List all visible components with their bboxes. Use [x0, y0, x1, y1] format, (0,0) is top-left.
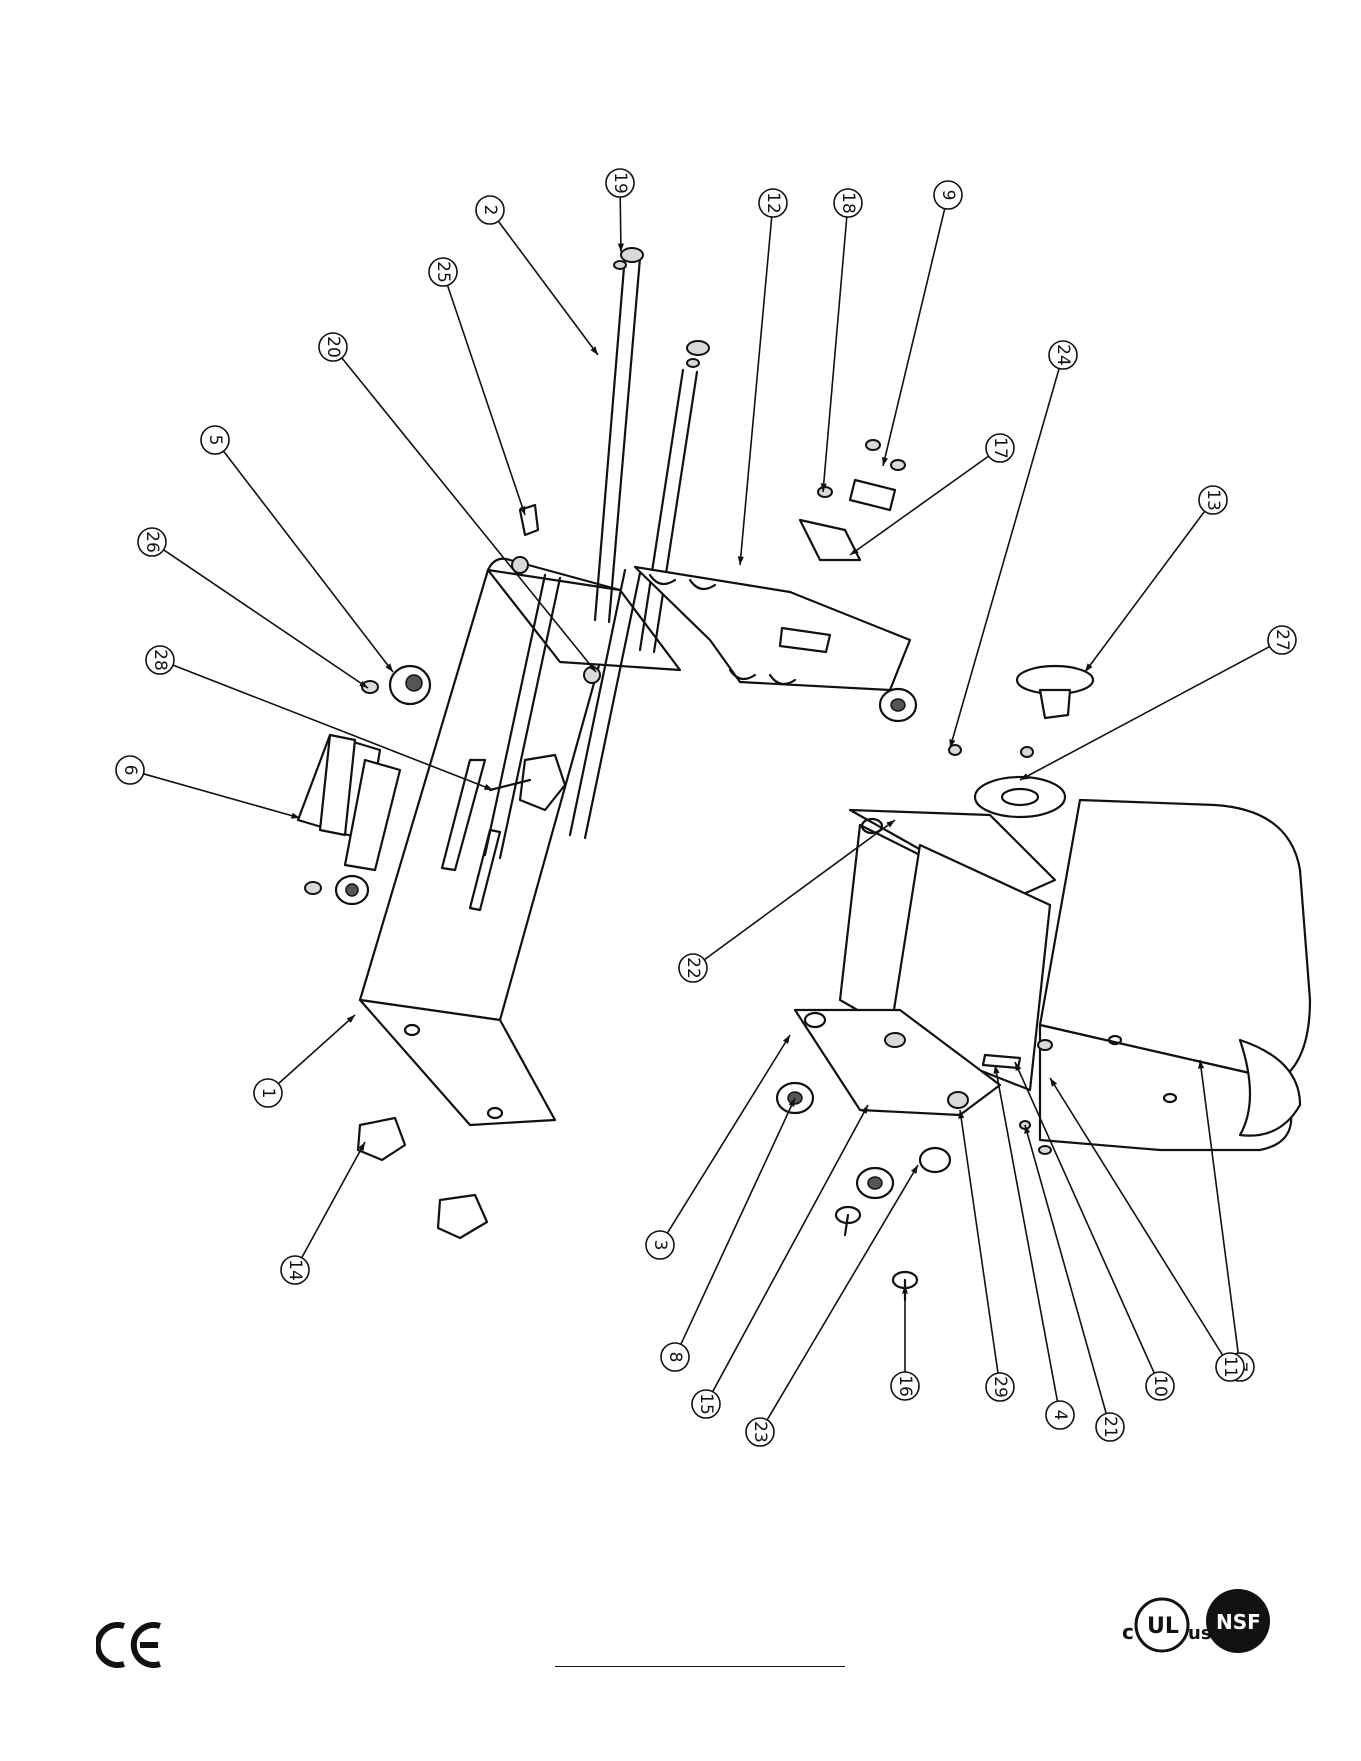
leader-line-14 [302, 1142, 365, 1258]
balloon-label-10: 10 [1150, 1375, 1170, 1397]
leader-line-12 [740, 217, 772, 565]
balloon-label-6: 6 [120, 765, 140, 776]
leader-line-26 [164, 550, 368, 688]
balloon-6: 6 [116, 756, 300, 819]
balloon-label-11: 11 [1220, 1356, 1240, 1378]
balloon-label-15: 15 [696, 1393, 716, 1415]
ul-nsf-certification-marks: c UL us NSF [1120, 1585, 1272, 1665]
bracket-part-17 [800, 440, 905, 560]
balloon-label-20: 20 [323, 336, 343, 358]
wing-knob-part-14 [358, 1118, 487, 1238]
balloon-label-8: 8 [665, 1352, 685, 1363]
flange-ring-part-27 [949, 745, 1065, 817]
balloon-label-3: 3 [650, 1240, 670, 1251]
bushing-part-5 [362, 666, 430, 704]
leader-line-3 [667, 1035, 790, 1233]
balloon-label-27: 27 [1272, 629, 1292, 651]
rods-part-2 [485, 248, 709, 858]
leader-line-25 [447, 285, 525, 515]
balloon-label-24: 24 [1053, 344, 1073, 366]
leader-line-29 [960, 1110, 998, 1373]
balloon-label-23: 23 [750, 1421, 770, 1443]
leader-line-21 [1025, 1125, 1106, 1414]
balloon-2: 2 [476, 196, 598, 355]
balloon-9: 9 [882, 181, 962, 466]
balloon-29: 29 [958, 1110, 1014, 1401]
balloon-label-22: 22 [683, 957, 703, 979]
balloon-label-1: 1 [258, 1088, 278, 1099]
balloon-label-19: 19 [610, 172, 630, 194]
balloon-18: 18 [821, 189, 862, 492]
base-plate-part-1 [360, 559, 680, 1125]
balloon-16: 16 [891, 1285, 919, 1400]
leader-line-6 [143, 774, 300, 818]
leader-line-2 [498, 221, 598, 355]
leader-arrow-9 [882, 457, 888, 466]
clamp-part-6 [298, 735, 400, 904]
balloon-label-28: 28 [150, 649, 170, 671]
balloon-19: 19 [606, 169, 634, 252]
grommet-part-near-12 [880, 689, 916, 721]
balloon-20: 20 [319, 333, 596, 672]
balloon-label-25: 25 [433, 261, 453, 283]
balloon-label-17: 17 [990, 437, 1010, 459]
feet-parts-8-15-16-23 [777, 1083, 950, 1300]
balloon-label-2: 2 [480, 205, 500, 216]
leader-line-18 [823, 217, 847, 492]
balloon-13: 13 [1085, 486, 1227, 672]
leader-line-8 [681, 1098, 795, 1344]
ce-certification-mark [96, 1620, 166, 1670]
leader-arrow-23 [911, 1165, 918, 1174]
balloon-label-13: 13 [1203, 489, 1223, 511]
balloon-label-16: 16 [895, 1375, 915, 1397]
balloon-12: 12 [738, 189, 787, 565]
balloon-label-29: 29 [990, 1376, 1010, 1398]
balloon-1: 1 [254, 1015, 355, 1107]
balloon-label-9: 9 [938, 190, 958, 201]
ul-main-text: UL [1147, 1614, 1179, 1639]
nsf-text: NSF [1216, 1610, 1261, 1634]
balloon-label-26: 26 [142, 531, 162, 553]
leader-line-9 [883, 209, 945, 466]
balloon-14: 14 [281, 1142, 365, 1284]
balloon-label-14: 14 [285, 1259, 305, 1281]
leader-arrow-3 [783, 1035, 790, 1044]
leader-line-5 [224, 451, 393, 672]
balloon-label-12: 12 [763, 192, 783, 214]
fan-hub-part-13 [1017, 666, 1093, 718]
hood-part-7 [1040, 800, 1310, 1150]
balloon-label-5: 5 [205, 435, 225, 446]
balloon-5: 5 [201, 426, 393, 672]
ul-c-text: c [1122, 1620, 1134, 1644]
balloon-3: 3 [646, 1035, 790, 1259]
balloon-25: 25 [429, 258, 525, 515]
leader-line-1 [278, 1015, 355, 1084]
balloon-label-21: 21 [1100, 1416, 1120, 1438]
mounting-plate-part-12 [635, 567, 910, 690]
footer-rule [555, 1666, 845, 1667]
leader-line-15 [713, 1105, 868, 1392]
balloon-8: 8 [661, 1098, 795, 1371]
leader-line-20 [342, 358, 596, 672]
balloon-23: 23 [746, 1165, 918, 1446]
balloon-label-18: 18 [838, 192, 858, 214]
balloon-label-4: 4 [1050, 1410, 1070, 1421]
leader-line-13 [1085, 511, 1205, 672]
